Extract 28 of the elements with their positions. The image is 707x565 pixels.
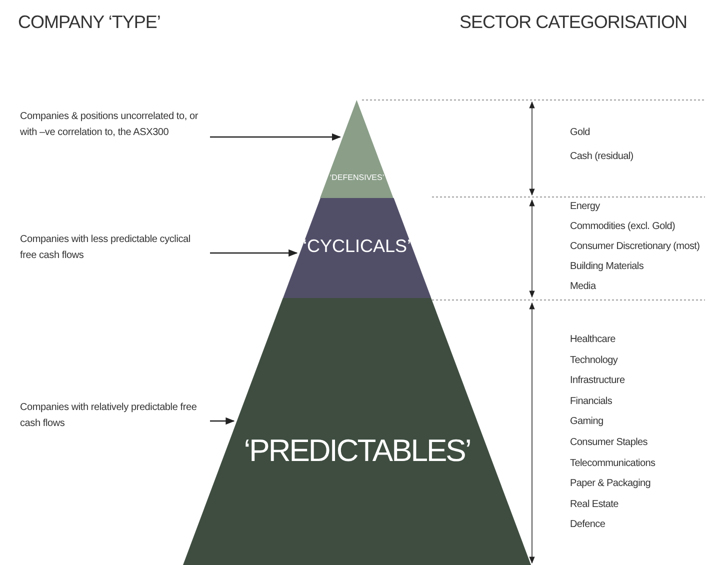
sector-name: Real Estate <box>570 498 618 512</box>
sector-name: Gold <box>570 126 590 140</box>
sector-name: Building Materials <box>570 260 644 274</box>
heading: SECTOR CATEGORISATION <box>459 12 687 33</box>
sector-name: Financials <box>570 394 612 409</box>
sector-name: Paper & Packaging <box>570 477 651 492</box>
sector-name: Media <box>570 280 596 294</box>
tier-label: ‘PREDICTABLES’ <box>242 433 472 469</box>
sector-name: Infrastructure <box>570 374 625 388</box>
tier-label: ‘CYCLICALS’ <box>302 236 412 257</box>
sector-name: Defence <box>570 518 606 532</box>
description-text: Companies with relatively predictable free cash flows <box>20 400 205 432</box>
heading: COMPANY ‘TYPE’ <box>18 12 160 33</box>
description-text: Companies & positions uncorrelated to, or with –ve correlation to, the ASX300 <box>20 109 205 141</box>
sector-name: Commodities (excl. Gold) <box>570 220 676 234</box>
sector-name: Consumer Discretionary (most) <box>570 240 700 254</box>
sector-name: Telecommunications <box>570 456 656 471</box>
arrow <box>210 133 342 141</box>
sector-name: Gaming <box>570 415 604 430</box>
arrow <box>210 249 298 257</box>
sector-name: Consumer Staples <box>570 436 648 450</box>
tier-label: ‘DEFENSIVES’ <box>328 173 386 182</box>
arrow <box>210 417 235 425</box>
sector-name: Cash (residual) <box>570 150 634 164</box>
sector-name: Technology <box>570 354 618 368</box>
sector-name: Healthcare <box>570 333 616 347</box>
description-text: Companies with less predictable cyclical free cash flows <box>20 232 205 264</box>
sector-name: Energy <box>570 200 600 214</box>
